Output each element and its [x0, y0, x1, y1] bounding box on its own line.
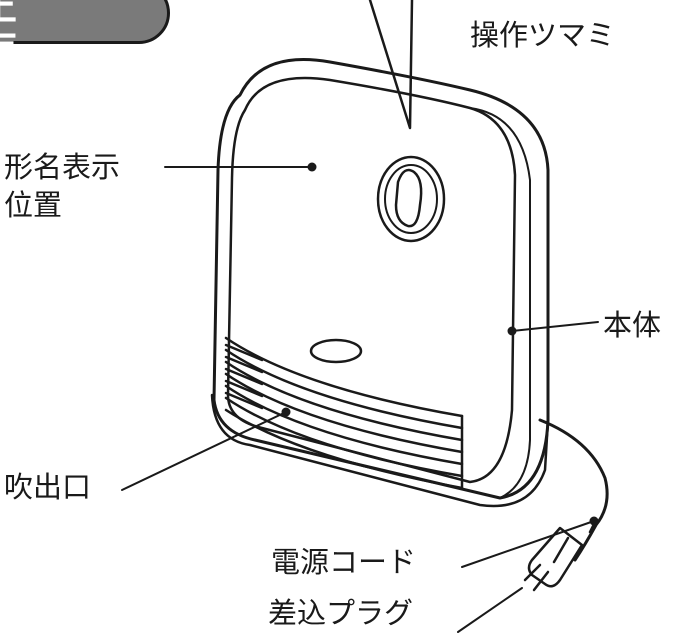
- label-model-line2: 位置: [4, 188, 63, 222]
- outlet-louvers: [224, 336, 464, 490]
- power-cord: [538, 418, 609, 562]
- leader-plug: [457, 587, 523, 633]
- label-knob: 操作ツマミ: [470, 18, 616, 52]
- plug: [523, 518, 598, 592]
- heater-body-outline: [212, 58, 550, 500]
- dot-model: [307, 162, 317, 172]
- leader-cord: [461, 520, 595, 568]
- dot-cord: [589, 516, 599, 526]
- leader-body: [511, 321, 599, 332]
- title-text: 正面: [0, 0, 167, 75]
- front-oval-badge: [309, 338, 363, 364]
- heater-side-edge: [469, 107, 531, 499]
- label-cord: 電源コード: [271, 545, 417, 579]
- knob-grip: [394, 168, 423, 228]
- knob-ring-outer: [376, 155, 446, 243]
- title-badge: 正面: [0, 0, 170, 75]
- knob-callout-wedge: [368, 0, 414, 130]
- knob-ring-inner: [384, 164, 438, 234]
- label-plug: 差込プラグ: [268, 596, 414, 630]
- label-outlet: 吹出口: [4, 470, 92, 504]
- dot-outlet: [281, 407, 291, 417]
- heater-base: [210, 393, 550, 508]
- label-model-line1: 形名表示: [4, 150, 121, 184]
- label-body: 本体: [603, 308, 662, 342]
- dot-body: [507, 326, 517, 336]
- leader-outlet: [121, 411, 287, 491]
